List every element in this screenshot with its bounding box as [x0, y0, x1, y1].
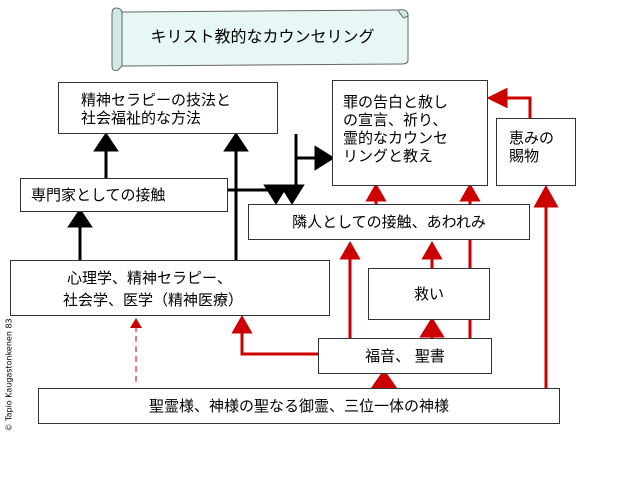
box-gospel: 福音、 聖書 [318, 338, 492, 374]
box-neighbor-contact: 隣人としての接触、あわれみ [248, 204, 530, 240]
sin-confession-line-4: リングと教え [343, 147, 434, 165]
salvation-label: 救い [413, 285, 444, 303]
grace-gift-line-2: 賜物 [509, 147, 540, 165]
sin-confession-line-3: 霊的なカウンセ [343, 129, 449, 147]
neighbor-contact-label: 隣人としての接触、あわれみ [292, 213, 486, 231]
sin-confession-line-1: 罪の告白と赦し [343, 93, 449, 111]
box-sin-confession: 罪の告白と赦し の宣言、祈り、 霊的なカウンセ リングと教え [332, 80, 488, 186]
copyright-note: © Tapio Kaugastonkenen 83 [4, 318, 14, 432]
title-scroll-banner [111, 7, 409, 71]
trinity-label: 聖霊様、神様の聖なる御霊、三位一体の神様 [148, 397, 449, 415]
grace-gift-line-1: 恵みの [509, 129, 555, 147]
diagram-title: キリスト教的なカウンセリング [150, 27, 375, 46]
box-psychotherapy-methods: 精神セラピーの技法と 社会福祉的な方法 [58, 82, 278, 134]
psychotherapy-methods-line-1: 精神セラピーの技法と [81, 91, 232, 109]
psychotherapy-methods-line-2: 社会福祉的な方法 [81, 109, 202, 127]
box-grace-gift: 恵みの 賜物 [496, 118, 576, 186]
box-trinity: 聖霊様、神様の聖なる御霊、三位一体の神様 [38, 388, 560, 424]
box-salvation: 救い [368, 268, 490, 320]
professional-contact-label: 専門家としての接触 [31, 186, 166, 204]
psychology-line-2: 社会学、医学（精神医療） [63, 291, 244, 309]
sin-confession-line-2: の宣言、祈り、 [343, 111, 448, 129]
gospel-label: 福音、 聖書 [365, 347, 445, 365]
psychology-line-1: 心理学、精神セラピー、 [67, 269, 232, 287]
box-professional-contact: 専門家としての接触 [20, 178, 228, 212]
box-psychology: 心理学、精神セラピー、 社会学、医学（精神医療） [10, 260, 330, 316]
